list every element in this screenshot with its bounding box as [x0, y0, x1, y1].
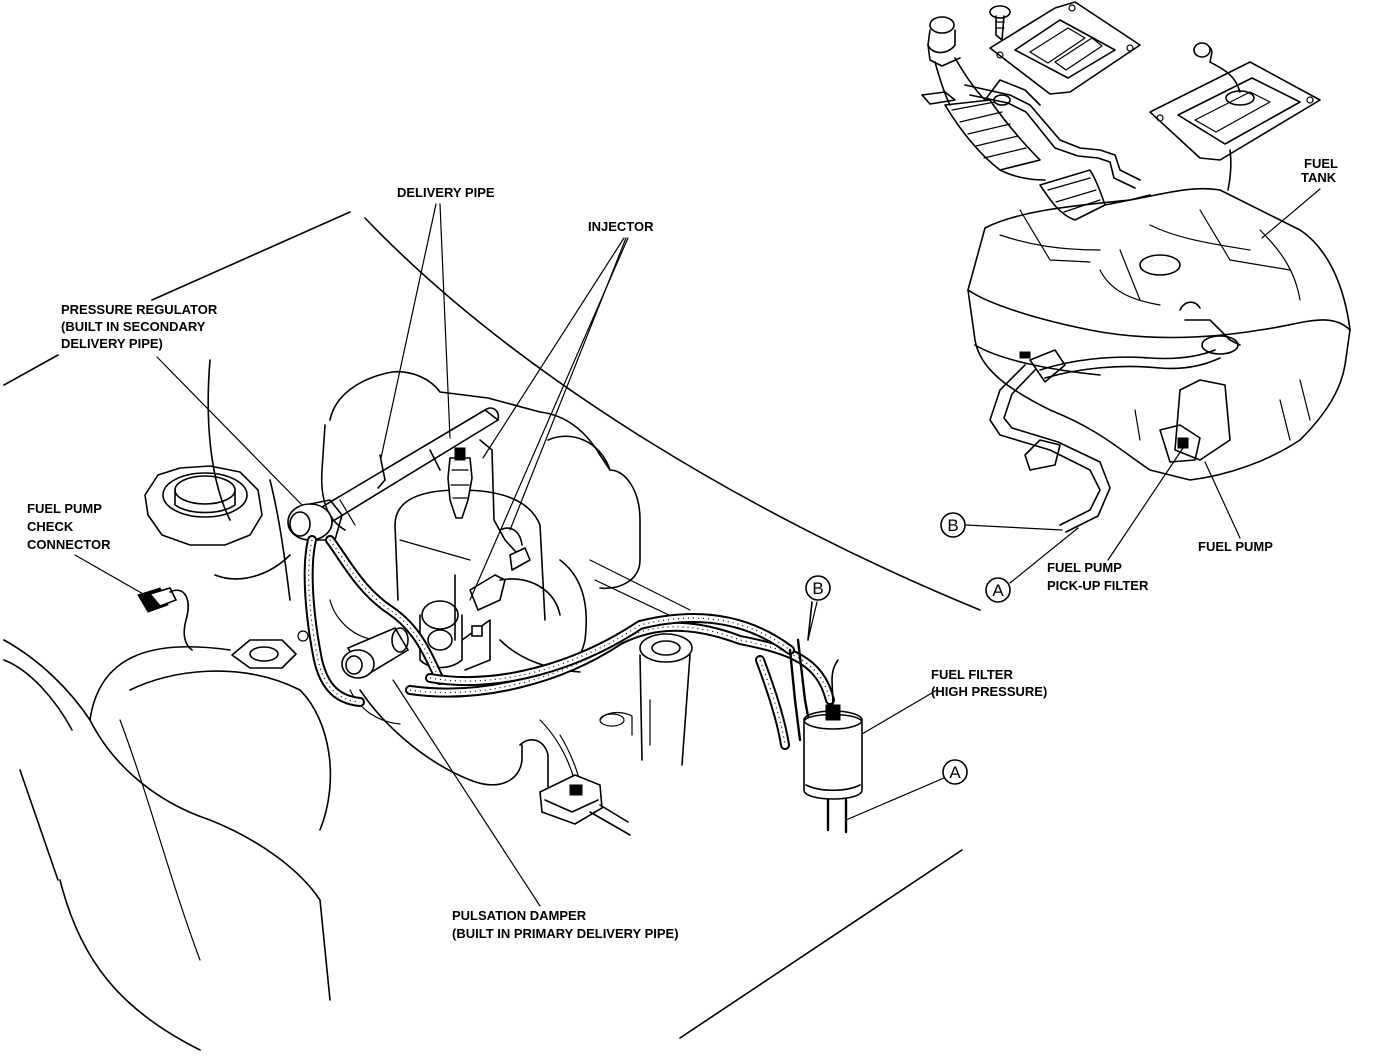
label-fuel-pump: FUEL PUMP	[1198, 539, 1273, 554]
pulsation-damper-part	[341, 626, 410, 679]
leader-lines	[74, 188, 1321, 907]
intake-tube	[639, 633, 693, 766]
fuel-filter-part	[803, 659, 863, 834]
pipe-flange	[231, 630, 309, 669]
marker-b-engine: B	[805, 575, 831, 601]
delivery-pipe	[299, 407, 500, 533]
label-injector: INJECTOR	[588, 219, 654, 234]
label-pressure-regulator-1: PRESSURE REGULATOR	[61, 302, 218, 317]
label-pickup-filter-1: FUEL PUMP	[1047, 560, 1122, 575]
label-fuel-tank-2: TANK	[1301, 170, 1337, 185]
label-check-connector-2: CHECK	[27, 519, 74, 534]
label-pickup-filter-2: PICK-UP FILTER	[1047, 578, 1149, 593]
label-fuel-filter-2: (HIGH PRESSURE)	[931, 684, 1047, 699]
label-pressure-regulator-2: (BUILT IN SECONDARY	[61, 319, 206, 334]
throttle-components	[419, 574, 506, 671]
tank-fuel-lines	[989, 349, 1221, 533]
radiator-cap	[144, 465, 263, 546]
access-cover-plate-2	[1149, 42, 1321, 191]
marker-a-tank: A	[985, 577, 1011, 603]
label-pulsation-damper-1: PULSATION DAMPER	[452, 908, 587, 923]
access-cover-plate-1	[989, 1, 1141, 95]
label-check-connector-3: CONNECTOR	[27, 537, 111, 552]
label-check-connector-1: FUEL PUMP	[27, 501, 102, 516]
check-connector-part	[137, 587, 193, 651]
screw	[989, 5, 1011, 41]
label-delivery-pipe: DELIVERY PIPE	[397, 185, 495, 200]
marker-b-tank-text: B	[947, 516, 958, 535]
marker-a-engine: A	[942, 759, 968, 785]
engine-bay-outline	[3, 211, 981, 1051]
marker-b-engine-text: B	[812, 579, 823, 598]
marker-b-tank: B	[940, 512, 966, 538]
fuel-tank-assembly	[967, 187, 1351, 481]
lower-harness	[359, 689, 631, 836]
label-pulsation-damper-2: (BUILT IN PRIMARY DELIVERY PIPE)	[452, 926, 679, 941]
label-pressure-regulator-3: DELIVERY PIPE)	[61, 336, 163, 351]
marker-a-engine-text: A	[949, 763, 961, 782]
injector-bracket	[479, 439, 531, 571]
fuel-lines-engine	[303, 535, 835, 750]
fuel-filler-neck	[921, 16, 1151, 221]
marker-a-tank-text: A	[992, 581, 1004, 600]
injector-body	[447, 447, 473, 519]
label-fuel-filter-1: FUEL FILTER	[931, 667, 1013, 682]
label-fuel-tank-1: FUEL	[1304, 156, 1338, 171]
